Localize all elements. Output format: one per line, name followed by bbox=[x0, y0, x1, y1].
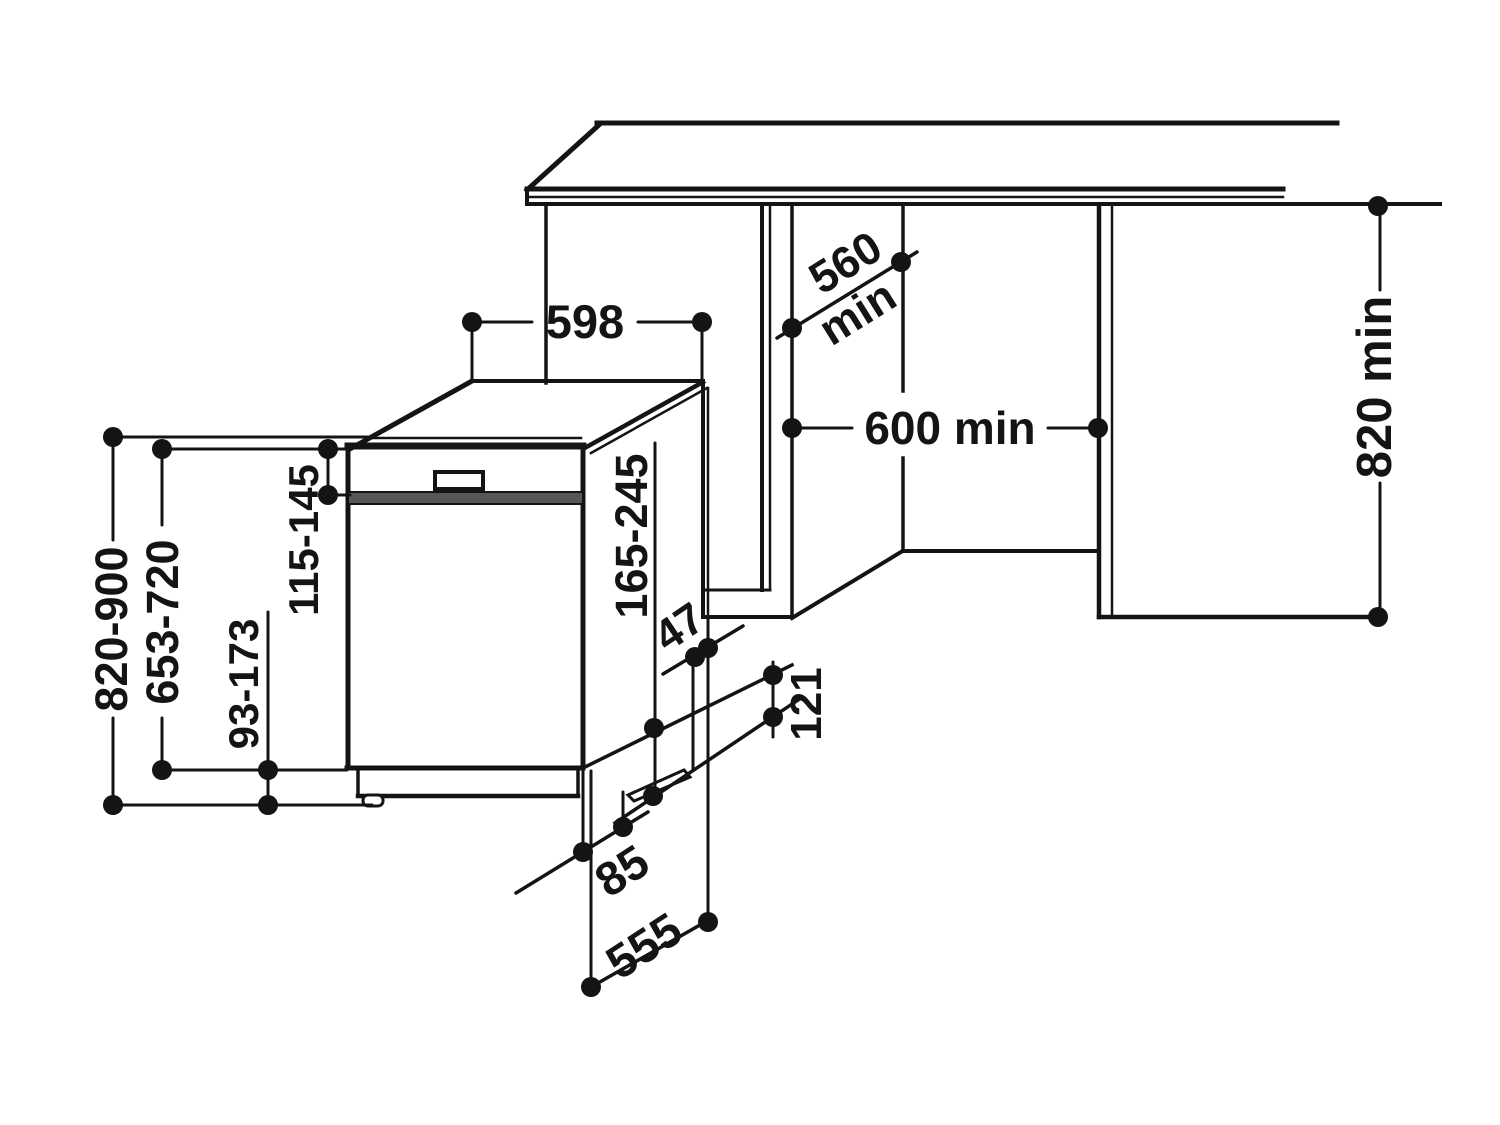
dot-121-bottom bbox=[763, 707, 783, 727]
dim-label-820-900: 820-900 bbox=[86, 546, 137, 711]
dim-label-121: 121 bbox=[782, 667, 831, 740]
dim-555-diagonal bbox=[582, 915, 716, 993]
dot-555-back bbox=[698, 912, 718, 932]
dot-115-145-top bbox=[318, 439, 338, 459]
dot-598-left bbox=[462, 312, 482, 332]
dim-label-598: 598 bbox=[546, 295, 624, 348]
dot-115-145-bottom bbox=[318, 485, 338, 505]
dim-label-165-245: 165-245 bbox=[606, 453, 657, 618]
dot-598-right bbox=[692, 312, 712, 332]
dim-label-600-min: 600 min bbox=[864, 402, 1035, 454]
right-cabinet-panel bbox=[1096, 202, 1387, 620]
dot-820-900-top bbox=[103, 427, 123, 447]
dot-165-245-top bbox=[644, 718, 664, 738]
dot-560-front bbox=[782, 318, 802, 338]
dot-820-bottom bbox=[1368, 607, 1388, 627]
dim-label-115-145: 115-145 bbox=[280, 464, 327, 616]
dot-560-back bbox=[891, 252, 911, 272]
dot-165-245-bottom bbox=[643, 786, 663, 806]
dw-top-right-slant-inner bbox=[589, 386, 709, 455]
dot-555-front bbox=[581, 977, 601, 997]
dw-side-bottom-edge bbox=[580, 662, 795, 771]
dot-93-173-top bbox=[258, 760, 278, 780]
dim-label-653-720: 653-720 bbox=[137, 539, 188, 704]
dim-label-93-173: 93-173 bbox=[220, 619, 267, 750]
dw-handle-groove bbox=[347, 491, 584, 505]
cabinet-niche bbox=[544, 204, 1101, 621]
dot-85-back bbox=[613, 817, 633, 837]
dot-820-top bbox=[1368, 196, 1388, 216]
dot-121-top bbox=[763, 665, 783, 685]
dimension-points bbox=[103, 196, 1388, 997]
dot-85-front bbox=[573, 842, 593, 862]
dw-top-right-slant bbox=[579, 378, 707, 453]
dot-820-900-bottom bbox=[103, 795, 123, 815]
dishwasher bbox=[344, 377, 801, 826]
dot-47-right bbox=[698, 638, 718, 658]
worktop-left-edge bbox=[523, 120, 604, 194]
dim-label-820-min: 820 min bbox=[1348, 296, 1402, 478]
dot-600-right bbox=[1088, 418, 1108, 438]
dw-display-window bbox=[433, 470, 485, 491]
dot-653-720-top bbox=[152, 439, 172, 459]
worktop bbox=[523, 120, 1442, 206]
dimension-labels: 598 560 min 600 min 820 min 820-900 653-… bbox=[86, 221, 1402, 989]
dot-653-720-bottom bbox=[152, 760, 172, 780]
dot-93-173-bottom bbox=[258, 795, 278, 815]
dot-600-left bbox=[782, 418, 802, 438]
dw-top-left-slant bbox=[344, 377, 476, 454]
niche-floor-diagonal bbox=[789, 549, 904, 621]
